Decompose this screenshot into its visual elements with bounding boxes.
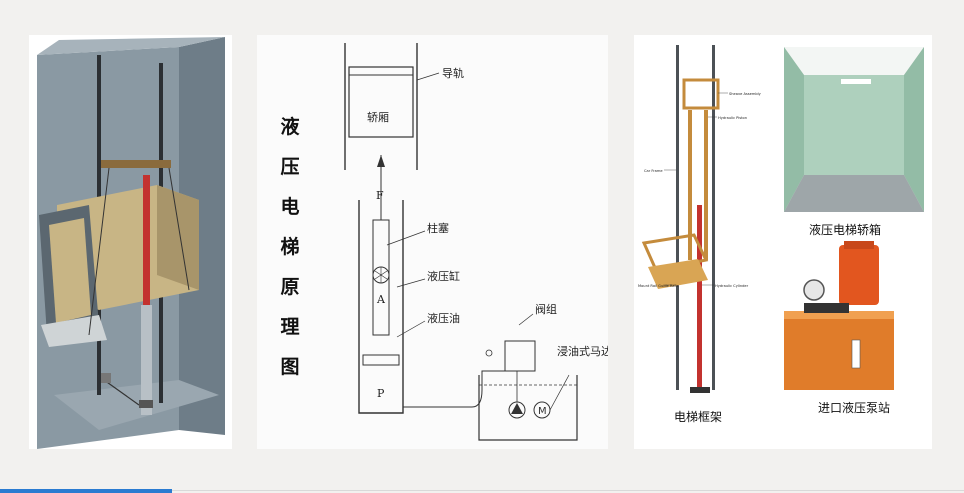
valve-block (101, 373, 111, 383)
frame-post-right (704, 110, 708, 260)
accent-bar (0, 489, 172, 493)
label-cylinder: 液压缸 (427, 269, 460, 283)
car-back-wall (804, 75, 904, 175)
caption-pump: 进口液压泵站 (818, 399, 890, 416)
label-guide-rail: 导轨 (442, 66, 464, 80)
valve-gauge (486, 350, 492, 356)
oil-pipe (403, 371, 505, 407)
cylinder-sleeve (141, 305, 152, 415)
caption-frame: 电梯框架 (674, 408, 722, 425)
cylinder-wall (359, 200, 403, 413)
pump-motor (839, 245, 879, 305)
callout-car-frame: Car Frame (644, 169, 663, 173)
pump-arrow (511, 403, 523, 414)
label-plunger: 柱塞 (427, 221, 449, 235)
label-force: F (376, 189, 384, 202)
valve-box (505, 341, 535, 371)
car-ceiling (784, 47, 924, 75)
caption-car: 液压电梯轿箱 (809, 221, 881, 238)
callout-cylinder: Hydraulic Cylinder (715, 284, 749, 288)
car-crosshead (101, 160, 171, 168)
red-cylinder (697, 205, 702, 390)
piston-head (363, 355, 399, 365)
pump-motor-cap (844, 241, 874, 249)
shaft-drawing (29, 35, 232, 449)
force-arrowhead (377, 155, 385, 167)
car-box-side (157, 185, 199, 290)
component-photos-panel: Sheave Assembly Hydraulic Piston Car Fra… (634, 35, 932, 449)
component-drawing: Sheave Assembly Hydraulic Piston Car Fra… (634, 35, 932, 449)
schematic-drawing: M 导轨 轿厢 F 柱塞 液压缸 A 液压油 P 阀组 浸油式马达 (257, 35, 608, 449)
tank-outline (479, 375, 577, 440)
label-oil: 液压油 (427, 311, 460, 325)
pump-tank (784, 315, 894, 390)
frame-rail-right (712, 45, 715, 390)
callout-sheave: Sheave Assembly (729, 92, 762, 96)
label-pressure: P (377, 387, 385, 400)
plunger-leader (387, 231, 425, 245)
motor-leader (550, 375, 569, 410)
label-valve: 阀组 (535, 302, 557, 316)
pressure-gauge (804, 280, 824, 300)
landing-opening (49, 218, 91, 323)
callout-piston: Hydraulic Piston (718, 116, 747, 120)
car-box-outline (349, 67, 413, 137)
oil-leader (397, 321, 425, 337)
label-motor: 浸油式马达 (557, 344, 608, 358)
oil-sight-glass (852, 340, 860, 368)
car-floor (784, 175, 924, 212)
motor-letter: M (538, 406, 547, 417)
car-ceiling-light (841, 79, 871, 84)
hydraulic-schematic-panel: 液压电梯原理图 M 导轨 轿 (257, 35, 608, 449)
label-car: 轿厢 (367, 110, 389, 124)
frame-rail-left (676, 45, 679, 390)
label-area: A (376, 293, 386, 306)
rail-leader (417, 73, 439, 80)
cylinder-base (139, 400, 153, 408)
plunger-hatch (375, 267, 387, 283)
valve-manifold (804, 303, 849, 313)
valve-leader (519, 314, 533, 325)
callout-guide-rails: Mount Rail Guide Rails (638, 284, 678, 288)
frame-base (690, 387, 710, 393)
elevator-shaft-illustration (29, 35, 232, 449)
frame-post-left (688, 110, 692, 260)
cylinder-leader (397, 279, 425, 287)
